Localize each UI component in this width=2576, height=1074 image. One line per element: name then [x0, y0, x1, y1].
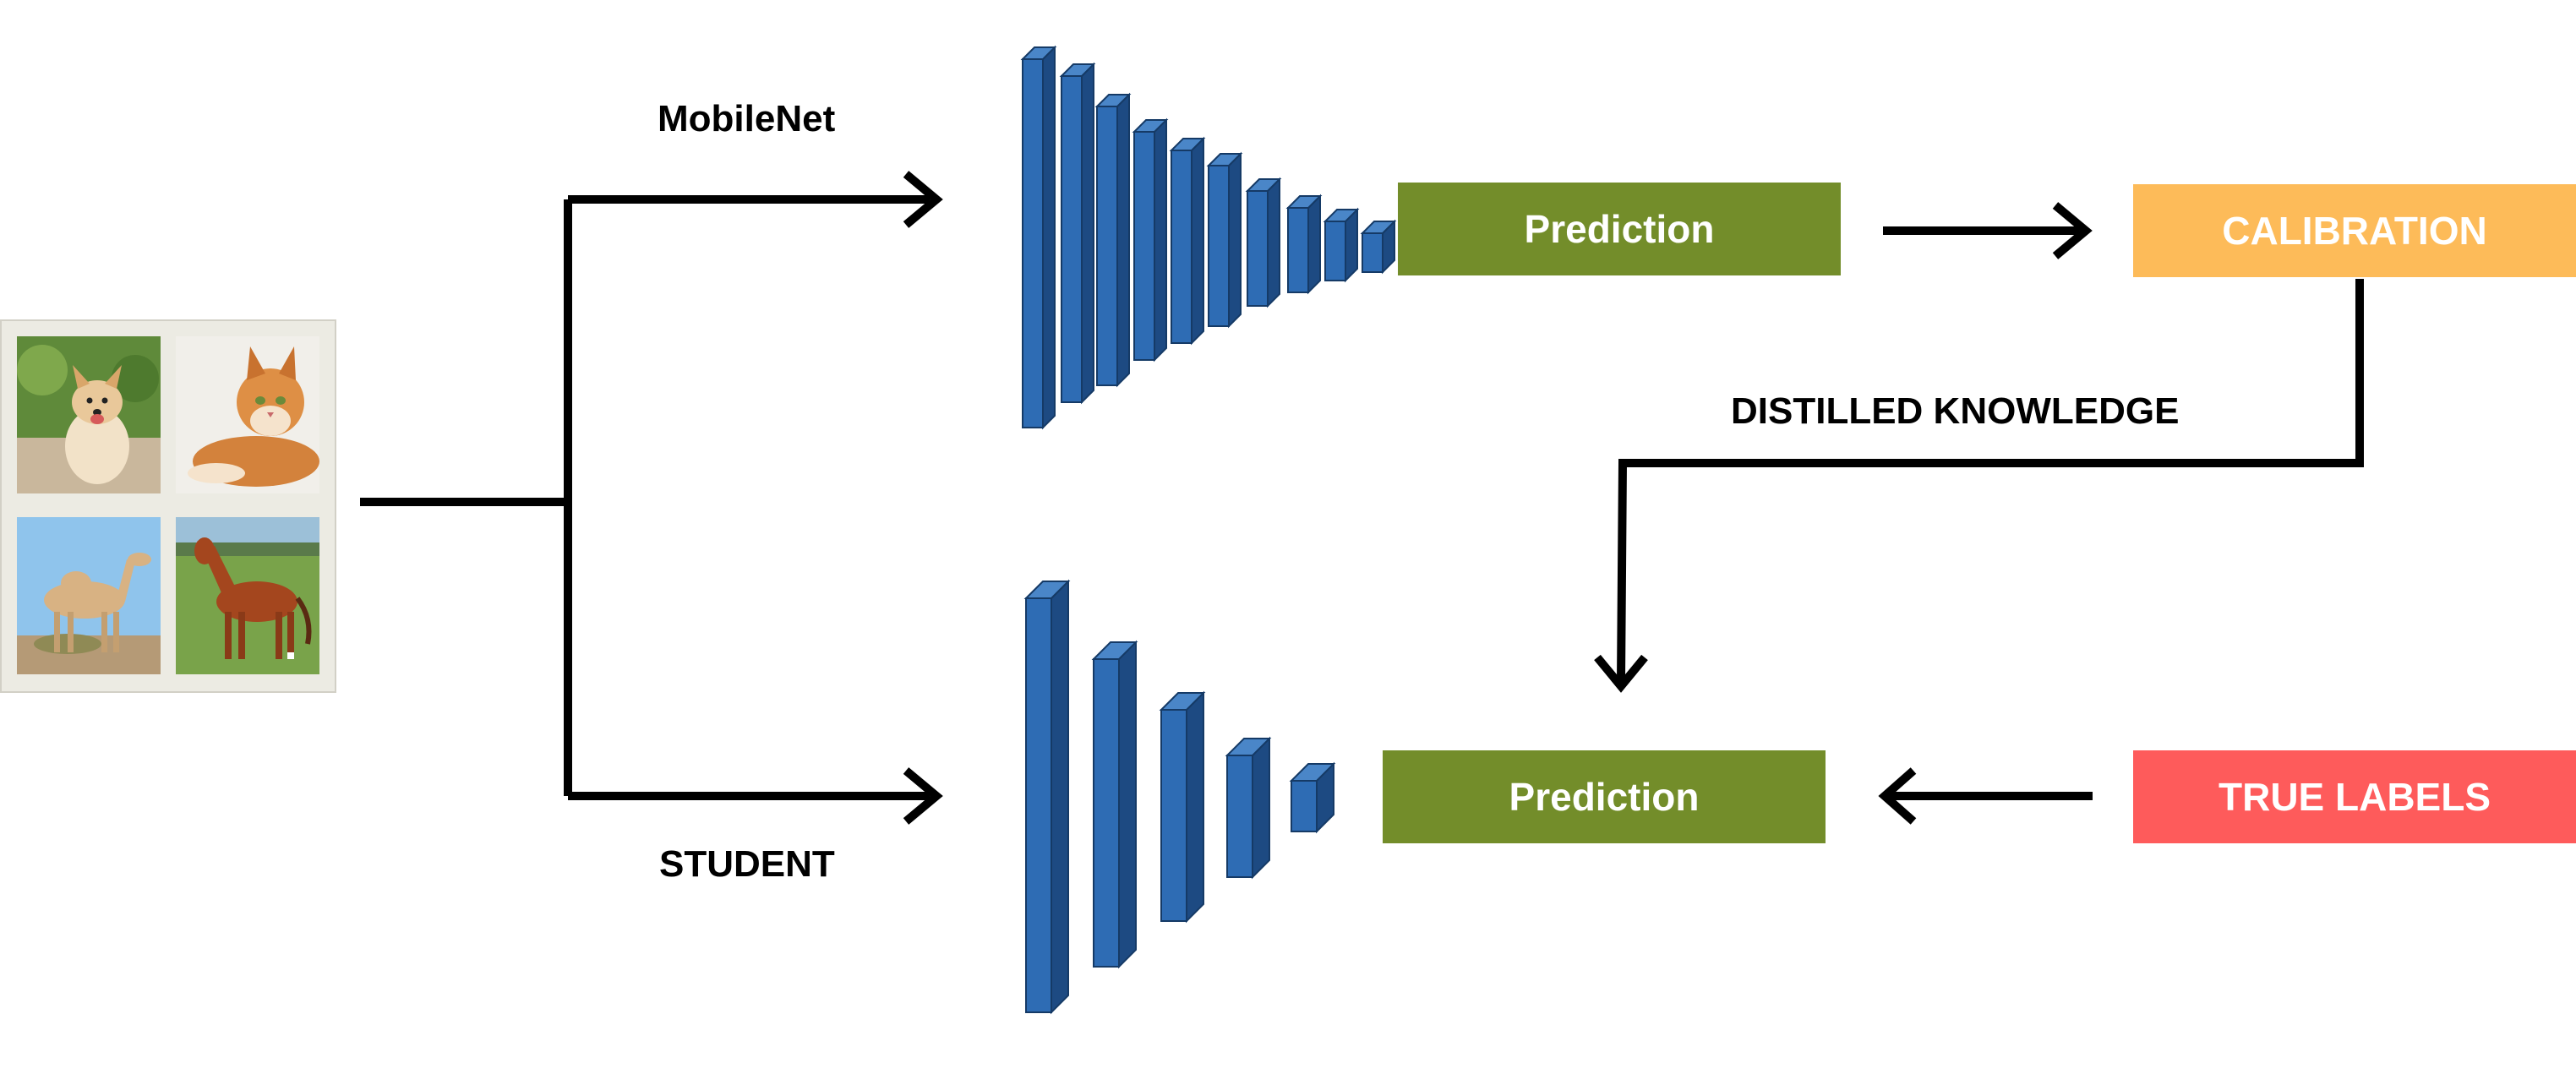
student-layer-4	[1091, 640, 1138, 969]
teacher-network	[1020, 45, 1397, 430]
student-branch-arrowhead	[903, 767, 943, 825]
teacher-layer-4	[1245, 177, 1282, 308]
teacher-layer-10	[1020, 45, 1057, 430]
distilled-knowledge-line	[1617, 279, 2364, 682]
teacher-prediction-box: Prediction	[1398, 183, 1841, 275]
teacher-layer-1	[1360, 219, 1397, 275]
horse-image	[176, 517, 319, 674]
student-network	[1023, 579, 1336, 1015]
distilled-knowledge-label: DISTILLED KNOWLEDGE	[1731, 390, 2180, 432]
teacher-layer-8	[1094, 92, 1132, 388]
teacher-layer-5	[1206, 151, 1243, 329]
dog-image	[17, 336, 161, 493]
input-image-grid	[0, 319, 336, 693]
true-labels-arrowhead	[1878, 767, 1917, 825]
teacher-layer-2	[1323, 207, 1360, 283]
student-layer-5	[1023, 579, 1071, 1015]
teacher-branch-arrowhead	[903, 171, 943, 228]
camel-image	[17, 517, 161, 674]
teacher-layer-6	[1169, 136, 1206, 346]
student-layer-3	[1159, 690, 1206, 924]
teacher-layer-7	[1132, 117, 1169, 363]
distilled-knowledge-arrowhead	[1594, 654, 1648, 693]
teacher-layer-9	[1059, 62, 1096, 405]
teacher-layer-3	[1285, 194, 1323, 295]
student-model-label: STUDENT	[659, 843, 835, 885]
true-labels-box: TRUE LABELS	[2133, 750, 2576, 843]
calibration-box: CALIBRATION	[2133, 184, 2576, 277]
prediction-to-calibration-arrowhead	[2052, 202, 2093, 259]
student-layer-1	[1289, 761, 1336, 834]
student-layer-2	[1225, 736, 1272, 880]
teacher-model-label: MobileNet	[658, 98, 836, 139]
student-prediction-box: Prediction	[1383, 750, 1826, 843]
cat-image	[176, 336, 319, 493]
